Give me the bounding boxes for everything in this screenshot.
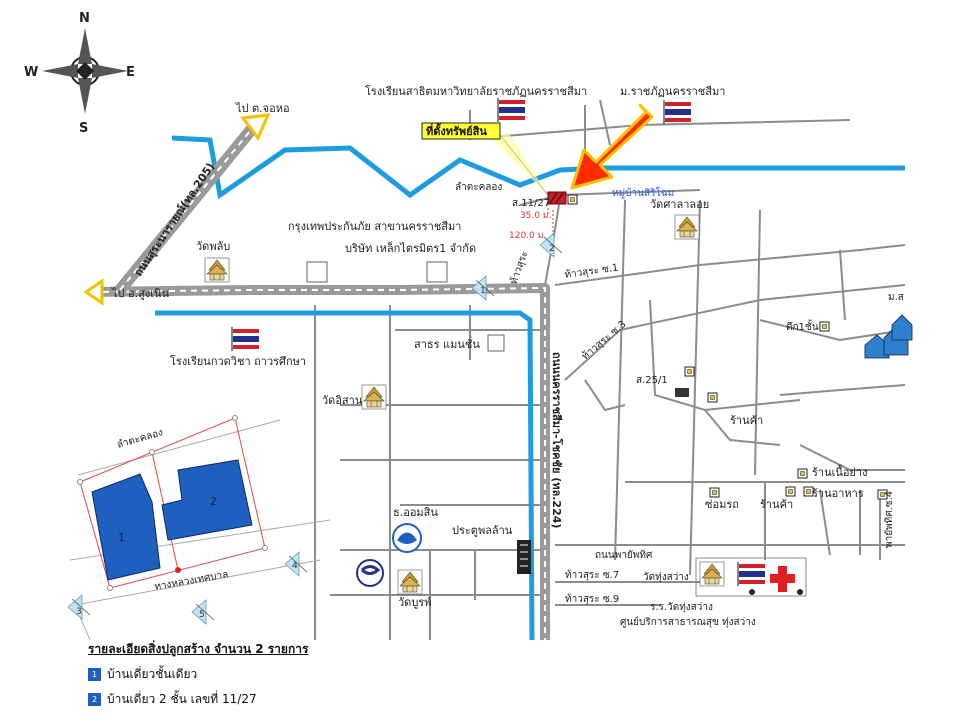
callout-leader-fill [488,135,548,195]
rivers [155,135,905,641]
inset-building-1-label: 1 [118,531,125,544]
shop-icon [707,392,718,403]
inset-building-2-label: 2 [210,495,217,508]
inset-building-2 [161,459,253,541]
label-restaurant: ร้านอาหาร [812,487,864,500]
compass-west: W [24,65,38,80]
canal-north [171,135,905,200]
label-korat-chokchai-road: ถนนนครราชสีมา-โชคชัย (ทล.224) [550,352,564,528]
label-dist-35: 35.0 ม. [520,211,552,221]
label-phayapakdi-road: ถนนพายัพทิศ [595,550,653,561]
label-canal: ลำตะคลอง [455,182,502,193]
legend-item-label: บ้านเดี่ยวชั้นเดียว [107,667,198,681]
label-property: ที่ตั้งทรัพย์สิน [426,123,487,138]
compass-rose: N S W E [24,11,135,136]
legend-title: รายละเอียดสิ่งปลูกสร้าง จำนวน 2 รายการ [88,642,309,656]
label-wat-sala-loi: วัดศาลาลอย [650,198,709,211]
dot-marker [749,589,755,595]
flag-icon [663,99,692,125]
flag-icon [497,97,526,123]
label-school-thung-sawang: ร.ร.วัดทุ่งสว่าง [650,602,713,613]
label-to-chohor: ไป ต.จอหอ [235,102,290,115]
inset-ctl-5: 5 [199,610,205,620]
label-school-kawi: โรงเรียนกวดวิชา ถาวรศึกษา [170,354,306,368]
shop-icon [819,321,830,332]
label-gsb-bank: ธ.ออมสิน [393,506,438,519]
gsb-bank-icon [392,523,422,553]
temple-icon [674,214,700,240]
label-mansion: สาธร แมนชั่น [414,336,480,351]
inset-building-1 [91,473,161,581]
legend-item: 1 บ้านเดี่ยวชั้นเดียว [88,665,388,684]
housing-icons [864,314,913,359]
temple-icon [204,257,230,283]
shop-icon [785,486,796,497]
compass-north: N [79,11,90,26]
label-thaosura-7: ท้าวสุระ ซ.7 [565,569,619,581]
building-outlines [306,261,505,352]
label-insurance: กรุงเทพประกันภัย สาขานครราชสีมา [288,220,461,233]
label-wat-phlap: วัดพลับ [196,240,230,253]
temple-icon [397,569,423,595]
shop-icon [684,366,695,377]
property-callout-box [421,122,501,140]
flag-icon [231,326,260,352]
legend-item: 2 บ้านเดี่ยว 2 ชั้น เลขที่ 11/27 [88,690,388,709]
label-shop: ร้านค้า [730,414,763,427]
main-roads [91,121,550,640]
label-plot-25: ส.25/1 [636,375,668,386]
inset-ctl-3: 3 [76,607,82,617]
property-marker [547,191,567,205]
compass-east: E [126,65,135,80]
label-health-center: ศูนย์บริการสาธารณสุข ทุ่งสว่าง [620,616,756,628]
bank-logo-icon [356,559,384,587]
label-wat-bun: วัดบูรพ์ [398,596,431,609]
inset-canal-label: ลำตะคลอง [116,427,165,451]
label-rajabhat-uni: ม.ราชภัฏนครราชสีมา [620,85,725,98]
label-dist-120: 120.0 ม. [509,231,546,241]
flag-icon [737,561,766,587]
label-wat-thung-sawang: วัดทุ่งสว่าง [643,572,689,583]
temple-icon [361,384,387,410]
shop-icon [797,468,808,479]
control-point-2: 2 [549,244,555,254]
minor-streets [314,99,906,640]
label-to-sungnoen: ไป อ.สูงเนิน [111,287,169,300]
compass-south: S [79,121,88,136]
label-steel-company: บริษัท เหล็กไตรมิตร1 จำกัด [345,241,476,255]
legend-item-label: บ้านเดี่ยว 2 ชั้น เลขที่ 11/27 [107,692,257,706]
legend-swatch: 1 [88,668,101,681]
label-restaurant-grill: ร้านเนื้อย่าง [812,464,867,479]
property-pointer-arrow [570,103,654,190]
label-village: หมู่บ้านสิริโฉม [612,186,674,199]
label-thaosura-9: ท้าวสุระ ซ.9 [565,593,619,605]
control-point-1: 1 [480,286,486,296]
label-phon-lan-gate: ประตูพลล้าน [452,524,513,537]
label-plot-id: ส.11/27 [512,198,550,209]
legend-swatch: 2 [88,693,101,706]
inset-ctl-4: 4 [292,561,298,571]
dot-marker [797,589,803,595]
label-demo-school: โรงเรียนสาธิตมหาวิทยาลัยราชภัฏนครราชสีมา [365,84,587,98]
inset-plot-diagram: 1 2 ลำตะคลอง ทางหลวงเทศบาล 3 4 5 [67,415,331,641]
label-wat-isan: วัดอิสาน [322,394,363,407]
building-legend: รายละเอียดสิ่งปลูกสร้าง จำนวน 2 รายการ 1… [88,640,388,715]
temple-icon [699,561,725,587]
label-phayapakdi-4: พายัพทิศ.ซ.4 [884,491,895,548]
health-center-cross-icon [770,566,795,592]
label-car-repair: ซ่อมรถ [705,498,739,511]
label-one-storey: ตึก1ชั้น [786,319,819,333]
label-thaosura: ท้าวสุระ [508,249,531,286]
road-arrow-west [83,278,104,306]
label-shop-2: ร้านค้า [760,498,793,511]
canal-south [155,310,535,641]
inset-lane-label: ทางหลวงเทศบาล [154,569,230,593]
label-m: ม.ส [888,292,904,303]
shop-icon [567,194,578,205]
shop-icon [709,487,720,498]
plot-25-marker [675,388,689,397]
landmark-box [695,557,807,597]
road-arrow-northeast [240,113,271,141]
